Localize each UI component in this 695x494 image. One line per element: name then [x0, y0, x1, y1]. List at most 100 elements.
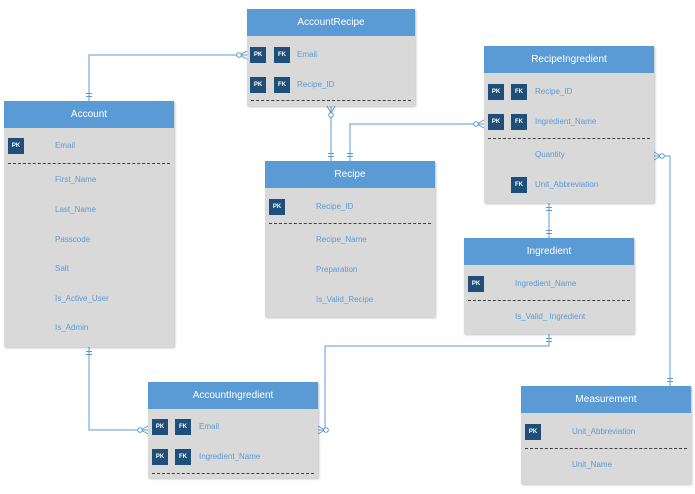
connector-line	[88, 54, 247, 101]
field-name: Recipe_Name	[316, 235, 367, 244]
field-row[interactable]: Is_Active_User	[4, 291, 174, 307]
key-badge: PK	[250, 77, 266, 93]
key-badge: FK	[274, 47, 290, 63]
crow-foot	[653, 151, 662, 157]
entity-account[interactable]: Account PK Email First_Name Last_Name Pa…	[4, 101, 174, 347]
field-row[interactable]: PK Recipe_ID	[265, 199, 435, 215]
entity-title: AccountRecipe	[247, 9, 415, 36]
field-row[interactable]: First_Name	[4, 172, 174, 188]
entity-recipe[interactable]: Recipe PK Recipe_ID Recipe_Name Preparat…	[265, 161, 435, 317]
field-row[interactable]: PK FK Ingredient_Name	[484, 114, 654, 130]
field-name: Preparation	[316, 265, 358, 274]
connector-line	[349, 123, 484, 161]
field-row[interactable]: Is_Valid_ Ingredient	[464, 309, 634, 325]
entity-measurement[interactable]: Measurement PK Unit_Abbreviation Unit_Na…	[521, 386, 691, 484]
key-separator	[8, 163, 170, 164]
crow-foot	[140, 425, 149, 431]
crow-foot	[317, 429, 326, 435]
field-row[interactable]: Recipe_Name	[265, 232, 435, 248]
entity-account-recipe[interactable]: AccountRecipe PK FK Email PK FK Recipe_I…	[247, 9, 415, 106]
entity-title: RecipeIngredient	[484, 46, 654, 73]
field-name: Is_Admin	[55, 323, 89, 332]
field-row[interactable]: PK FK Email	[247, 47, 415, 63]
key-badge: FK	[511, 114, 527, 130]
key-badge: PK	[152, 449, 168, 465]
field-row[interactable]: PK FK Recipe_ID	[484, 84, 654, 100]
field-row[interactable]: Quantity	[484, 147, 654, 163]
field-name: Unit_Name	[572, 460, 613, 469]
key-separator	[525, 448, 687, 449]
entity-ingredient[interactable]: Ingredient PK Ingredient_Name Is_Valid_ …	[464, 238, 634, 334]
zero-marker	[137, 427, 143, 433]
field-name: Passcode	[55, 235, 91, 244]
key-badge: PK	[488, 84, 504, 100]
field-name: Ingredient_Name	[515, 279, 577, 288]
field-name: Email	[55, 141, 76, 150]
entity-title: AccountIngredient	[148, 382, 318, 409]
entity-title: Account	[4, 101, 174, 128]
key-separator	[251, 100, 411, 101]
field-name: Unit_Abbreviation	[535, 180, 599, 189]
key-badge: FK	[175, 419, 191, 435]
field-name: First_Name	[55, 175, 97, 184]
field-row[interactable]: PK FK Ingredient_Name	[148, 449, 318, 465]
crow-foot	[330, 105, 336, 114]
key-badge: PK	[488, 114, 504, 130]
entity-account-ingredient[interactable]: AccountIngredient PK FK Email PK FK Ingr…	[148, 382, 318, 478]
crow-foot	[239, 50, 248, 56]
field-row[interactable]: Is_Valid_Recipe	[265, 292, 435, 308]
key-separator	[152, 473, 314, 474]
field-row[interactable]: PK Unit_Abbreviation	[521, 424, 691, 440]
field-row[interactable]: Unit_Name	[521, 457, 691, 473]
key-badge: FK	[274, 77, 290, 93]
connector-line	[318, 334, 550, 431]
key-badge: PK	[8, 138, 24, 154]
field-name: Is_Active_User	[55, 294, 109, 303]
zero-marker	[328, 112, 334, 118]
entity-title: Recipe	[265, 161, 435, 188]
field-name: Email	[199, 422, 220, 431]
key-badge: PK	[250, 47, 266, 63]
field-row[interactable]: Salt	[4, 261, 174, 277]
field-row[interactable]: PK FK Email	[148, 419, 318, 435]
field-row[interactable]: PK Ingredient_Name	[464, 276, 634, 292]
field-name: Salt	[55, 264, 69, 273]
field-name: Recipe_ID	[316, 202, 354, 211]
field-name: Unit_Abbreviation	[572, 427, 636, 436]
zero-marker	[236, 52, 242, 58]
crow-foot	[239, 54, 248, 60]
field-row[interactable]: Last_Name	[4, 202, 174, 218]
crow-foot	[140, 429, 149, 435]
connector-line	[88, 347, 148, 431]
crow-foot	[326, 105, 332, 114]
field-name: Quantity	[535, 150, 565, 159]
key-badge: FK	[511, 177, 527, 193]
key-separator	[488, 138, 650, 139]
key-badge: PK	[525, 424, 541, 440]
field-name: Recipe_ID	[297, 80, 335, 89]
entity-recipe-ingredient[interactable]: RecipeIngredient PK FK Recipe_ID PK FK I…	[484, 46, 654, 203]
crow-foot	[317, 425, 326, 431]
key-badge: PK	[152, 419, 168, 435]
field-name: Last_Name	[55, 205, 96, 214]
entity-title: Ingredient	[464, 238, 634, 265]
field-row[interactable]: Is_Admin	[4, 320, 174, 336]
field-row[interactable]: Passcode	[4, 232, 174, 248]
field-row[interactable]: FK Unit_Abbreviation	[484, 177, 654, 193]
key-badge: PK	[269, 199, 285, 215]
key-badge: FK	[175, 449, 191, 465]
key-badge: FK	[511, 84, 527, 100]
field-name: Ingredient_Name	[535, 117, 597, 126]
field-row[interactable]: Preparation	[265, 262, 435, 278]
field-row[interactable]: PK Email	[4, 138, 174, 154]
crow-foot	[476, 123, 485, 129]
field-name: Ingredient_Name	[199, 452, 261, 461]
key-separator	[468, 300, 630, 301]
field-row[interactable]: PK FK Recipe_ID	[247, 77, 415, 93]
crow-foot	[476, 119, 485, 125]
field-name: Email	[297, 50, 318, 59]
entity-title: Measurement	[521, 386, 691, 413]
zero-marker	[323, 427, 329, 433]
key-badge: PK	[468, 276, 484, 292]
crow-foot	[653, 155, 662, 161]
